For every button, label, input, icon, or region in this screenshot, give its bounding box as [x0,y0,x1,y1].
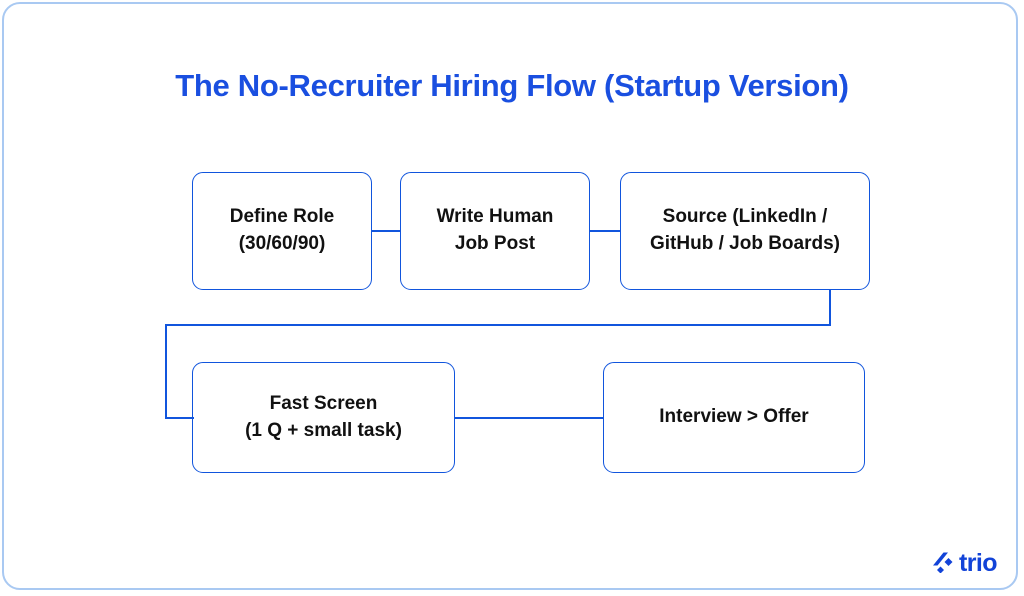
connector-write-job-post-to-source [589,230,621,232]
flow-node-label: Source (LinkedIn / GitHub / Job Boards) [650,206,840,254]
trio-wordmark: trio [959,549,997,577]
trio-mark-icon [933,552,953,573]
connector-source-to-fast-screen-segment-down-2 [165,324,167,418]
connector-define-role-to-write-job-post [371,230,401,232]
flow-node-fast-screen[interactable]: Fast Screen (1 Q + small task) [192,362,455,473]
flow-node-label: Write Human Job Post [436,206,554,254]
connector-fast-screen-to-interview-offer [454,417,604,419]
flow-node-source[interactable]: Source (LinkedIn / GitHub / Job Boards) [620,172,870,290]
flow-node-label: Define Role (30/60/90) [229,206,335,254]
page-title: The No-Recruiter Hiring Flow (Startup Ve… [175,68,849,103]
connector-source-to-fast-screen-segment-left [165,324,831,326]
flow-node-label: Fast Screen (1 Q + small task) [245,392,402,441]
trio-logo: trio [930,548,1006,578]
flow-node-define-role[interactable]: Define Role (30/60/90) [192,172,372,290]
connector-source-to-fast-screen-segment-right [165,417,194,419]
flow-node-write-job-post[interactable]: Write Human Job Post [400,172,590,290]
connector-source-to-fast-screen-segment-down-1 [829,289,831,326]
flow-node-interview-offer[interactable]: Interview > Offer [603,362,865,473]
flow-node-label: Interview > Offer [659,406,809,428]
